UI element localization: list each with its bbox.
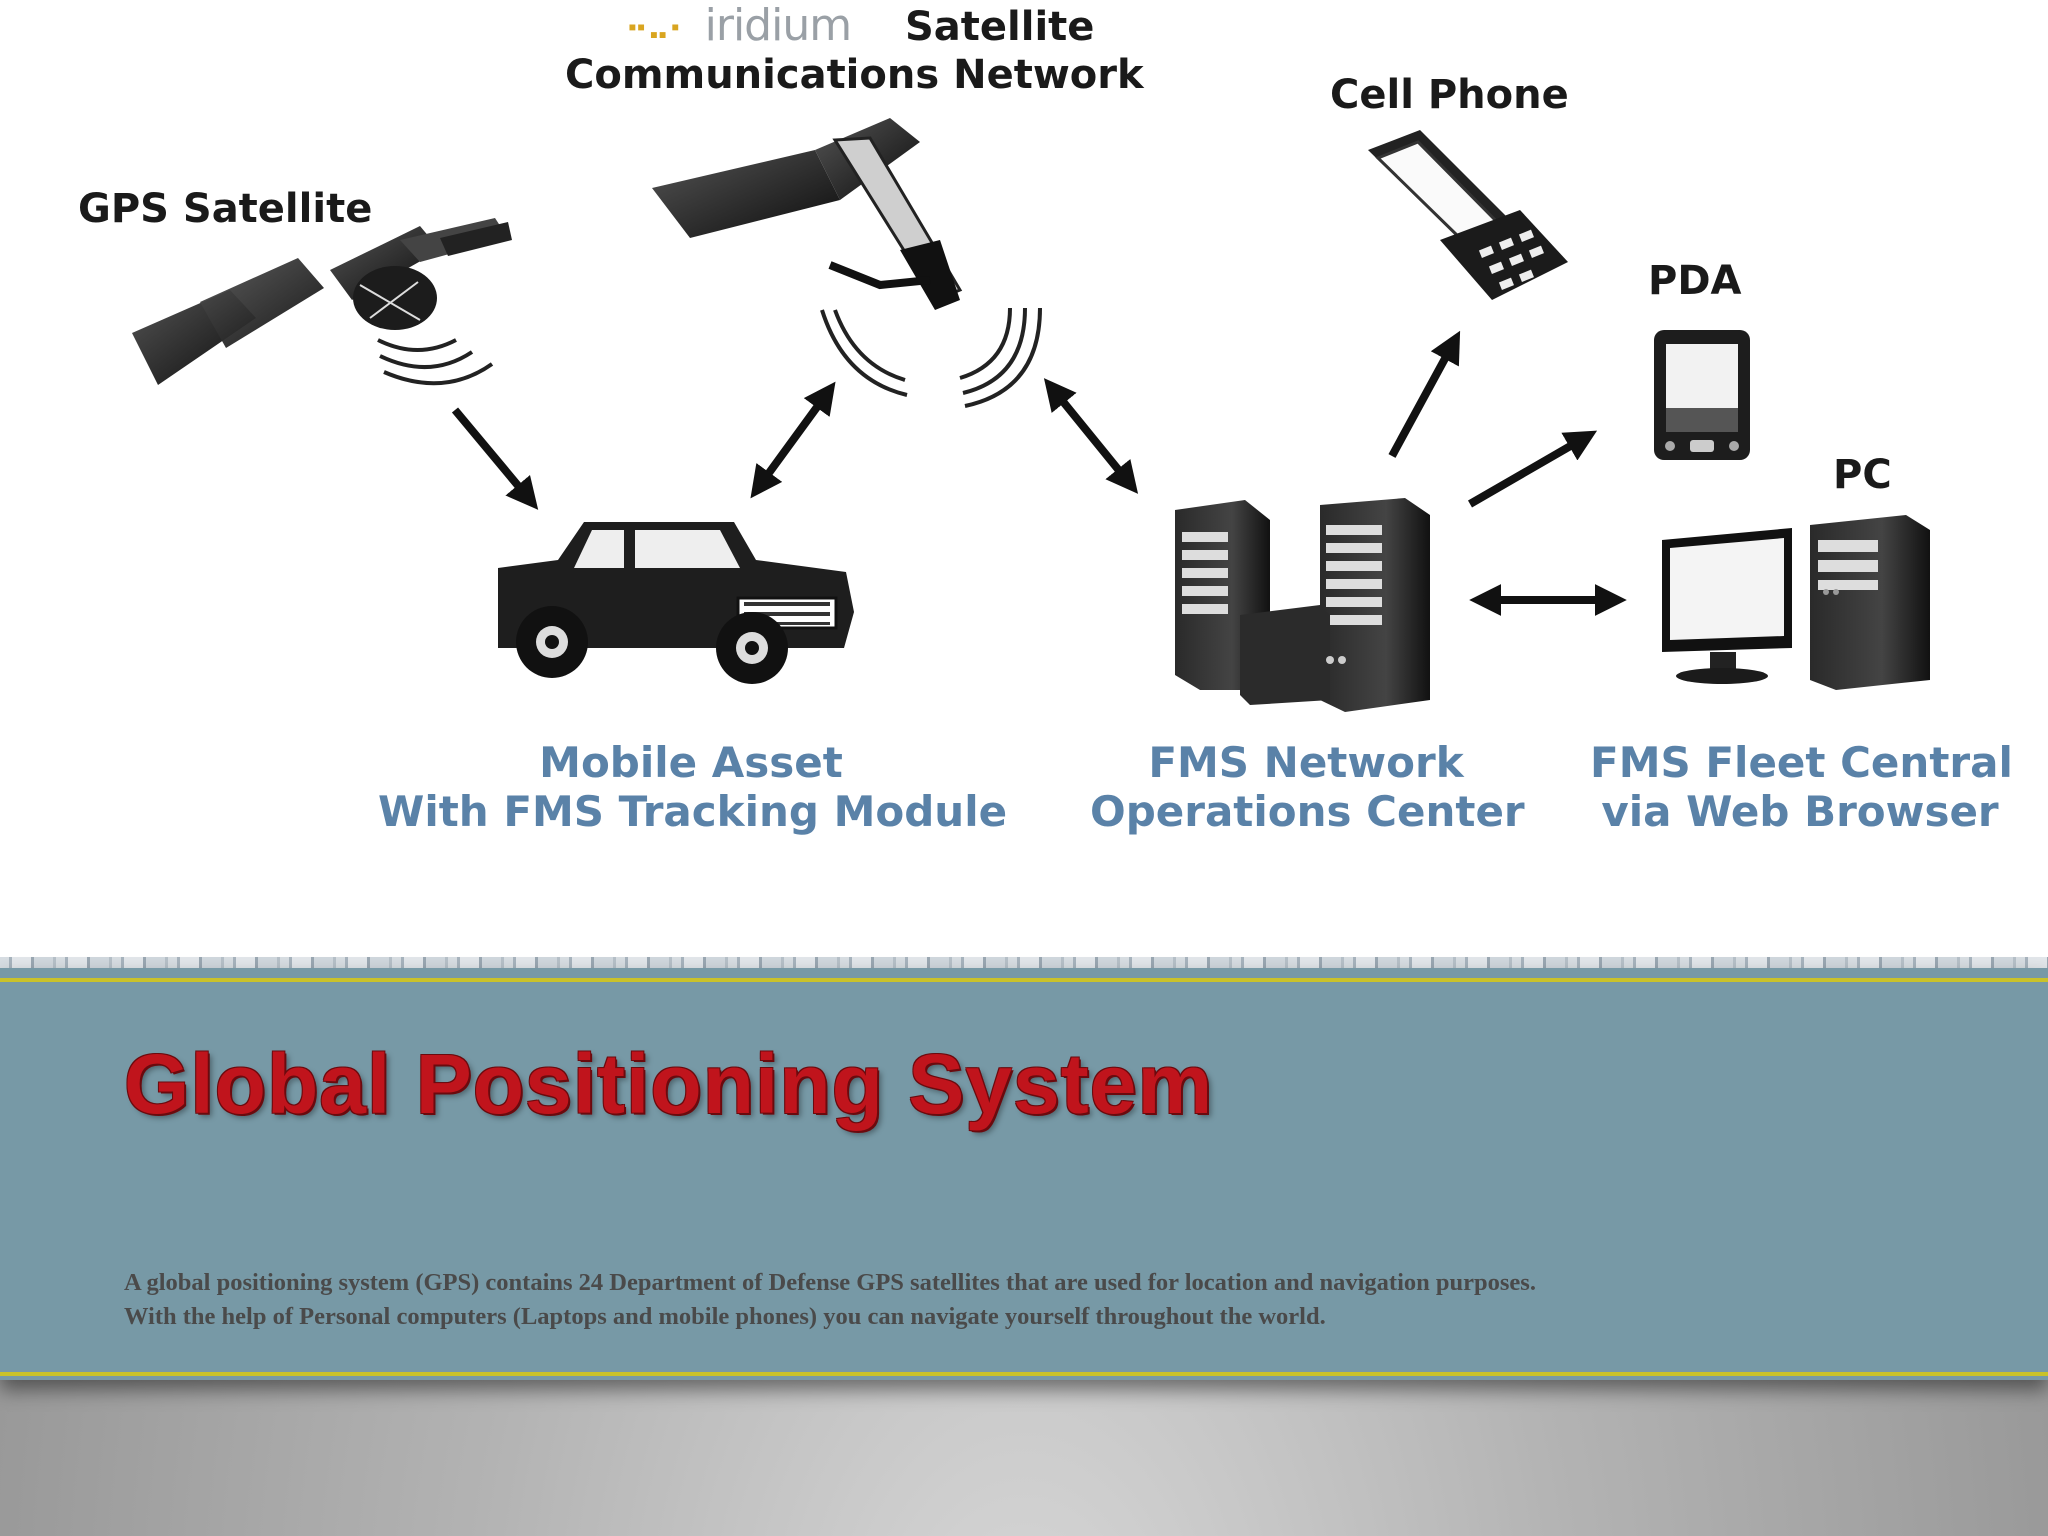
iridium-dots-icon: ⠒⠤⠂ bbox=[625, 13, 691, 48]
mobile-asset-label-line2: With FMS Tracking Module bbox=[378, 787, 1008, 836]
title-band: Global Positioning System A global posit… bbox=[0, 968, 2048, 1380]
mobile-asset-label-line1: Mobile Asset bbox=[539, 738, 843, 787]
pc-label: PC bbox=[1833, 452, 1892, 498]
gps-satellite-label: GPS Satellite bbox=[78, 186, 373, 232]
gps-network-diagram: ⠒⠤⠂ iridium Satellite Communications Net… bbox=[78, 0, 2013, 836]
body-text-line1: A global positioning system (GPS) contai… bbox=[124, 1269, 1536, 1296]
noc-label-line1: FMS Network bbox=[1148, 738, 1464, 787]
gps-satellite-icon bbox=[132, 218, 512, 386]
iridium-wordmark: iridium bbox=[704, 0, 852, 51]
fleet-central-label-line1: FMS Fleet Central bbox=[1590, 738, 2013, 787]
cell-phone-icon bbox=[1368, 130, 1568, 300]
pickup-truck-icon bbox=[498, 522, 854, 684]
fleet-central-label-line2: via Web Browser bbox=[1601, 787, 1999, 836]
noc-to-pda-arrow bbox=[1467, 430, 1598, 508]
decorative-divider-strip bbox=[0, 957, 2048, 971]
noc-label: FMS Network Operations Center bbox=[1090, 738, 1525, 836]
diagram-graphics bbox=[132, 118, 1930, 712]
truck-iridium-arrow bbox=[750, 381, 836, 499]
noc-to-phone-arrow bbox=[1388, 330, 1461, 458]
iridium-satellite-icon bbox=[652, 118, 1042, 408]
pda-label: PDA bbox=[1648, 258, 1742, 304]
cell-phone-label: Cell Phone bbox=[1330, 72, 1569, 118]
noc-label-line2: Operations Center bbox=[1090, 787, 1525, 836]
pda-icon bbox=[1654, 330, 1750, 460]
slide-title: Global Positioning System bbox=[124, 1037, 1214, 1131]
mobile-asset-label: Mobile Asset With FMS Tracking Module bbox=[378, 738, 1008, 836]
slide-body-text: A global positioning system (GPS) contai… bbox=[124, 1266, 1974, 1334]
noc-servers-icon bbox=[1175, 498, 1430, 712]
body-text-line2: With the help of Personal computers (Lap… bbox=[124, 1303, 1326, 1330]
iridium-satellite-label-line1: Satellite bbox=[905, 4, 1095, 50]
fleet-central-label: FMS Fleet Central via Web Browser bbox=[1590, 738, 2013, 836]
accent-line-bottom bbox=[0, 1372, 2048, 1376]
iridium-logo: ⠒⠤⠂ iridium bbox=[625, 0, 852, 51]
accent-line-top bbox=[0, 978, 2048, 982]
iridium-noc-arrow bbox=[1043, 378, 1139, 494]
gps-to-truck-arrow bbox=[451, 407, 539, 510]
iridium-satellite-label-line2: Communications Network bbox=[565, 52, 1144, 98]
pc-icon bbox=[1662, 515, 1930, 690]
